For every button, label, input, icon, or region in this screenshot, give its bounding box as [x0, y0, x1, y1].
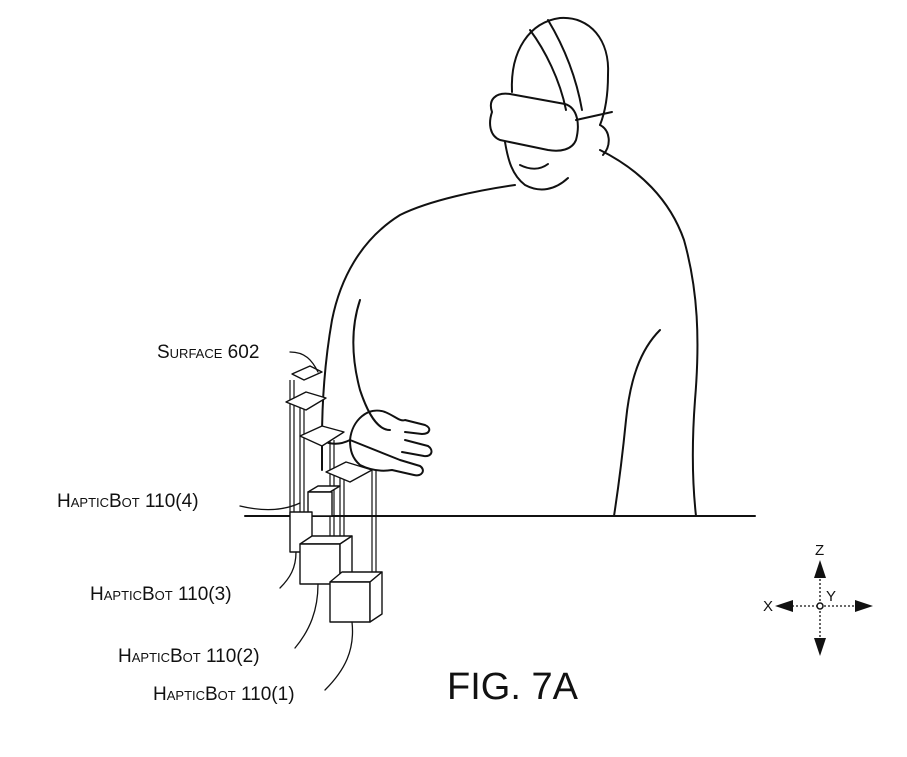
- surface-602-plate: [291, 365, 323, 381]
- axis-label-x: X: [763, 598, 774, 615]
- person-illustration: [321, 16, 699, 517]
- figure-title: FIG. 7A: [447, 666, 578, 708]
- label-hapticbot-2: HapticBot 110(2): [118, 646, 260, 667]
- axis-indicator: [775, 560, 873, 656]
- helmet: [510, 16, 610, 126]
- arm: [352, 299, 391, 431]
- leader-lines: [239, 351, 354, 691]
- axis-label-z: Z: [815, 542, 825, 559]
- body-outline: [321, 184, 516, 471]
- label-surface-602: Surface 602: [157, 342, 260, 363]
- face: [504, 141, 569, 191]
- label-hapticbot-4: HapticBot 110(4): [57, 491, 199, 512]
- hand: [349, 409, 433, 477]
- label-hapticbot-1: HapticBot 110(1): [153, 684, 295, 705]
- cube-bot-4: [289, 485, 341, 553]
- axis-label-y: Y: [826, 588, 837, 605]
- cube-bot-1: [329, 571, 383, 623]
- vr-headset: [489, 92, 579, 152]
- label-hapticbot-3: HapticBot 110(3): [90, 584, 232, 605]
- haptic-bots: [285, 365, 383, 623]
